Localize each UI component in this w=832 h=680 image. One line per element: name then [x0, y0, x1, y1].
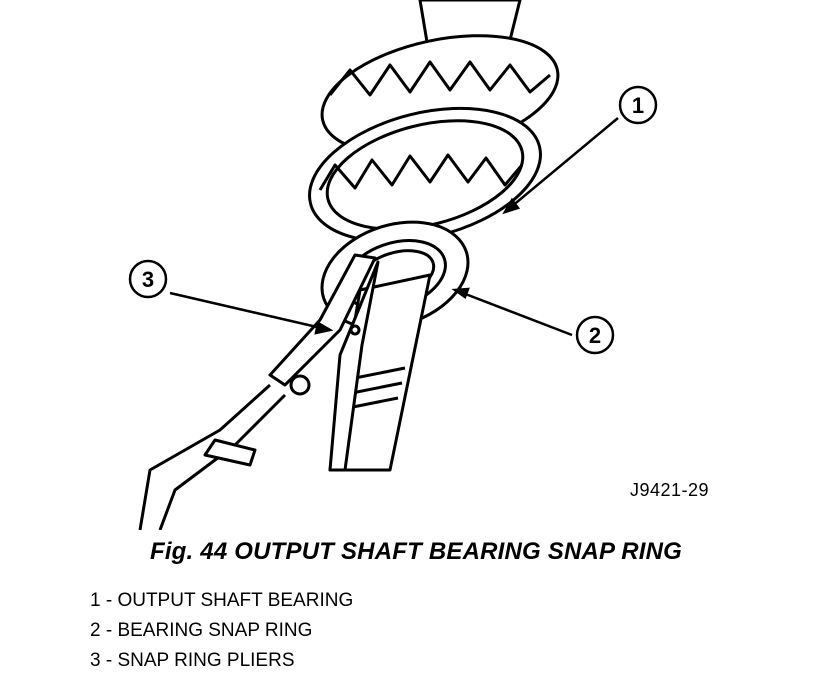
- legend-item-3: 3 - SNAP RING PLIERS: [90, 650, 295, 671]
- callout-2-label: 2: [589, 323, 601, 348]
- legend-item-1: 1 - OUTPUT SHAFT BEARING: [90, 590, 354, 611]
- callout-2: 2: [575, 315, 615, 355]
- legend: 1 - OUTPUT SHAFT BEARING 2 - BEARING SNA…: [90, 586, 353, 676]
- callout-1: 1: [618, 85, 658, 125]
- callout-1-label: 1: [632, 93, 644, 118]
- illustration: 1 2 3: [128, 0, 658, 530]
- legend-item-2: 2 - BEARING SNAP RING: [90, 620, 313, 641]
- leader-lines: [169, 117, 619, 337]
- drawing-code: J9421-29: [630, 480, 710, 500]
- snap-ring-pliers: [138, 253, 380, 530]
- callout-3: 3: [128, 259, 168, 299]
- figure-caption: Fig. 44 OUTPUT SHAFT BEARING SNAP RING: [149, 538, 683, 565]
- callout-3-label: 3: [142, 267, 154, 292]
